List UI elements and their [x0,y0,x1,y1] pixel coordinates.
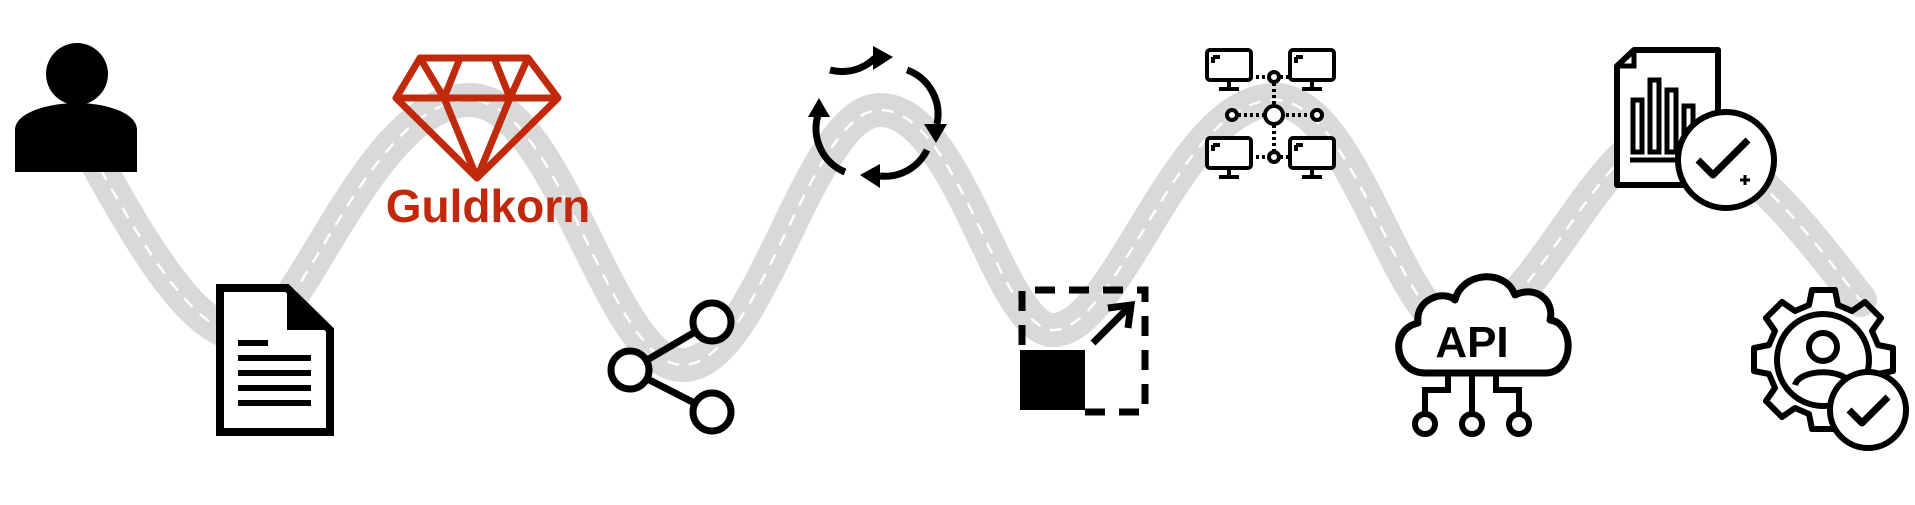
road [73,82,1877,382]
gem-icon [392,54,562,182]
document-icon [216,284,334,436]
share-icon [607,299,735,435]
road-center-dashes [88,98,1861,367]
road-surface [73,82,1877,382]
report-check-icon [1614,47,1777,211]
scale-expand-icon [1018,286,1149,416]
api-cloud-icon: API [1395,273,1572,437]
user-settings-check-icon [1751,287,1909,451]
user-icon [15,43,137,172]
computer-network-icon [1205,48,1336,179]
refresh-cycle-icon [808,46,947,188]
api-label: API [1435,318,1508,367]
gem-label: Guldkorn [386,180,590,232]
